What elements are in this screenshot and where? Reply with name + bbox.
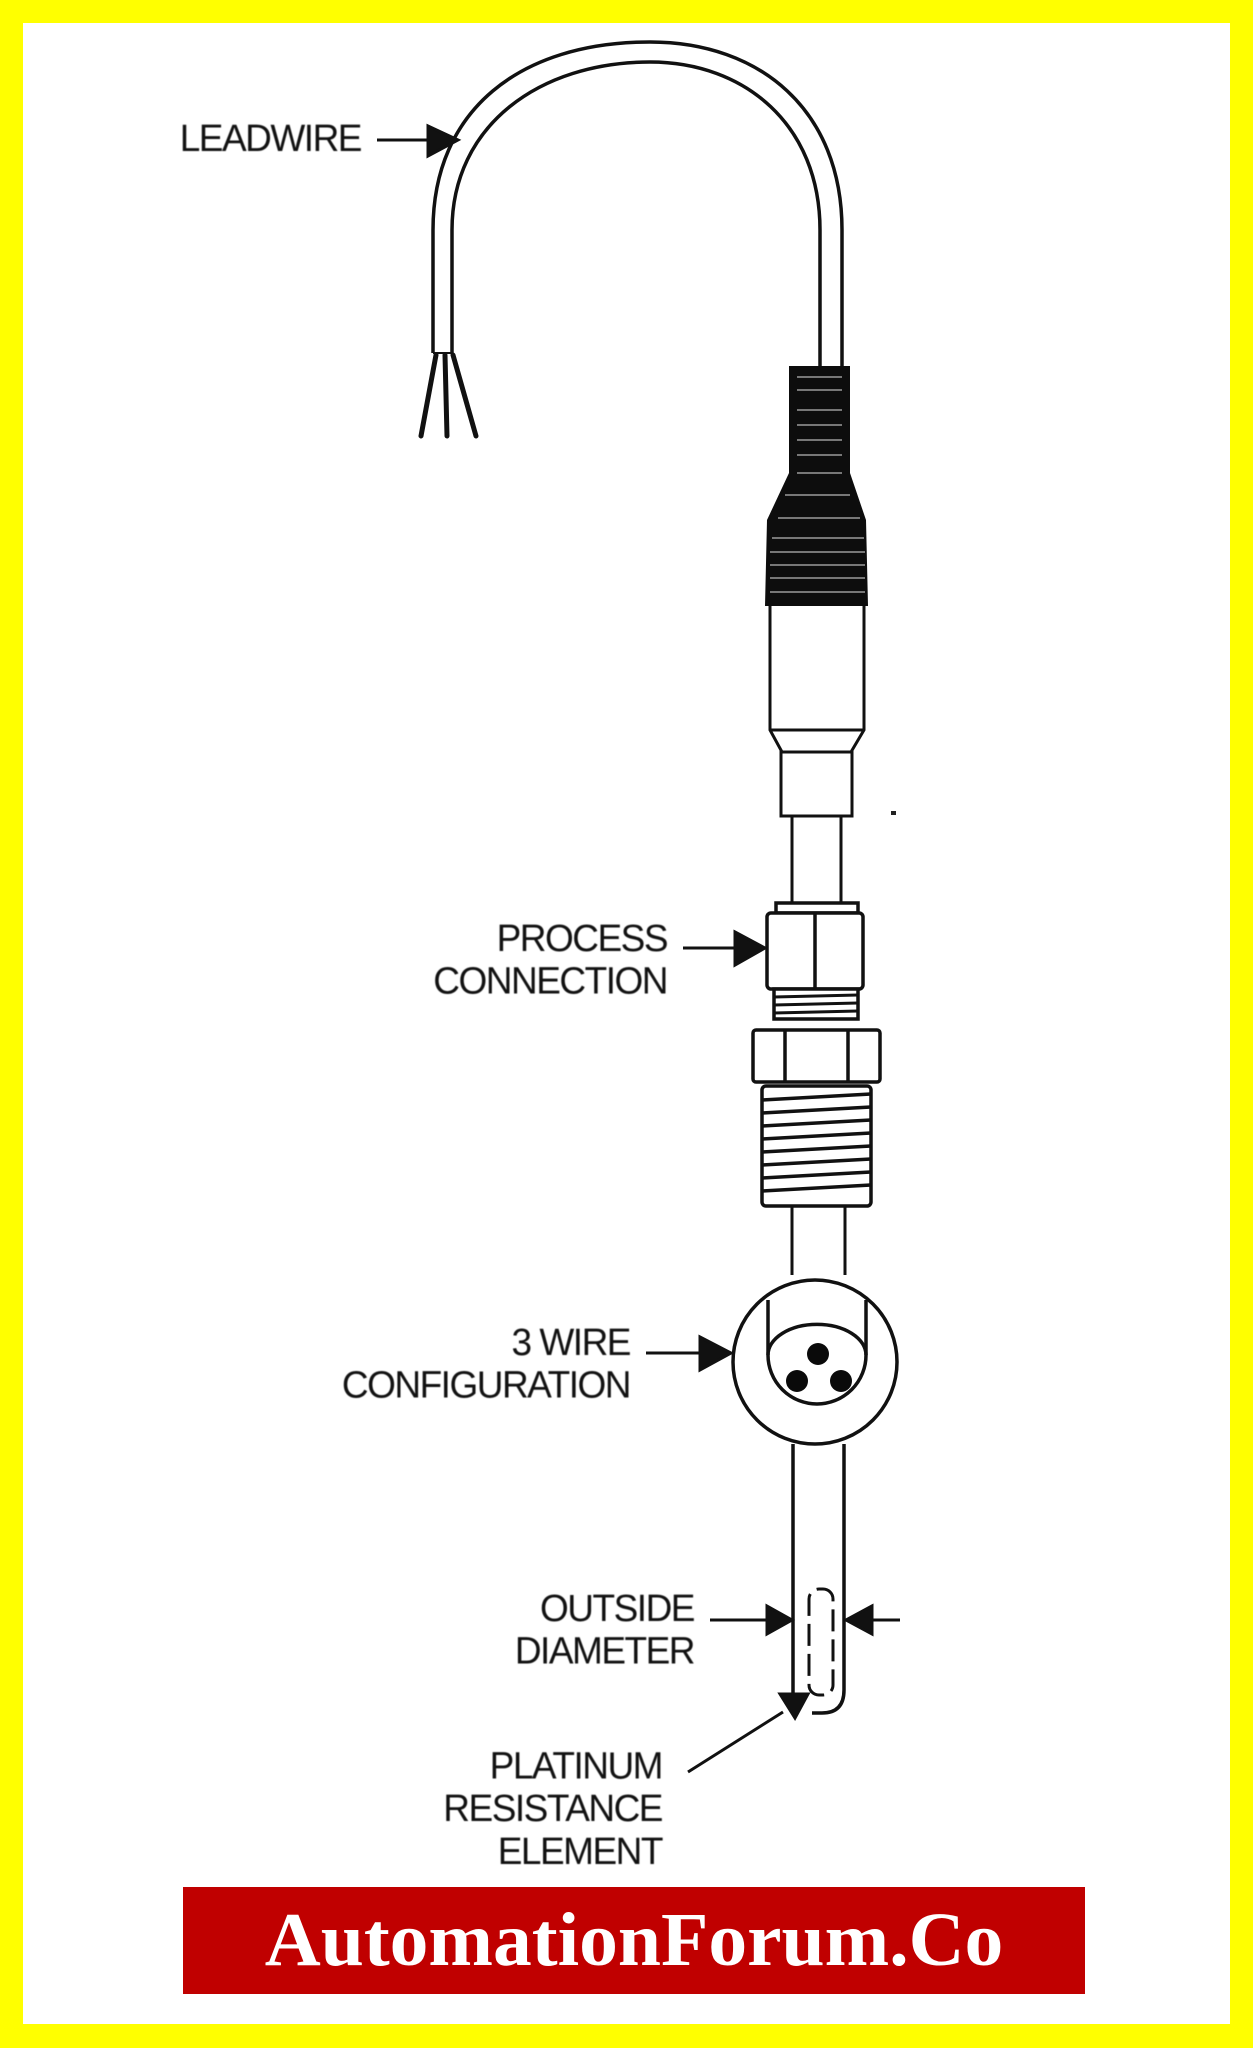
- sheath-lower: [791, 1444, 846, 1715]
- label-line: CONNECTION: [433, 960, 668, 1002]
- speck: [891, 811, 896, 815]
- label-line: PLATINUM: [489, 1744, 664, 1787]
- label-line: PROCESS: [496, 917, 669, 959]
- process-connection-nut: [765, 901, 865, 1021]
- wire-dots-icon: [786, 1343, 852, 1392]
- strain-relief-boot: [765, 366, 868, 606]
- label-line: OUTSIDE: [540, 1587, 695, 1629]
- label-platinum-resistance-element: PLATINUM RESISTANCE ELEMENT: [380, 1744, 664, 1874]
- watermark-text: AutomationForum.Co: [264, 1898, 1004, 1982]
- watermark-banner: AutomationForum.Co: [183, 1887, 1085, 1994]
- sheath-upper: [790, 1206, 847, 1275]
- leadwire-cable: [431, 40, 844, 370]
- label-leadwire: LEADWIRE: [141, 117, 363, 161]
- leader-arrows: [377, 123, 900, 1774]
- hex-nut: [751, 1028, 882, 1084]
- label-line: 3 WIRE: [511, 1321, 632, 1363]
- label-line: ELEMENT: [497, 1830, 664, 1873]
- label-line: RESISTANCE: [443, 1787, 663, 1830]
- diagram-frame: [23, 23, 1230, 2024]
- threaded-fitting: [760, 1084, 873, 1208]
- label-process-connection: PROCESS CONNECTION: [370, 917, 669, 1003]
- label-three-wire-configuration: 3 WIRE CONFIGURATION: [280, 1321, 632, 1407]
- wire-ends-icon: [418, 352, 479, 439]
- platinum-element-icon: [807, 1587, 835, 1697]
- label-outside-diameter: OUTSIDE DIAMETER: [460, 1587, 696, 1673]
- label-line: LEADWIRE: [179, 117, 363, 160]
- label-line: DIAMETER: [514, 1630, 696, 1672]
- transition-fitting: [768, 606, 866, 903]
- label-line: CONFIGURATION: [341, 1364, 632, 1406]
